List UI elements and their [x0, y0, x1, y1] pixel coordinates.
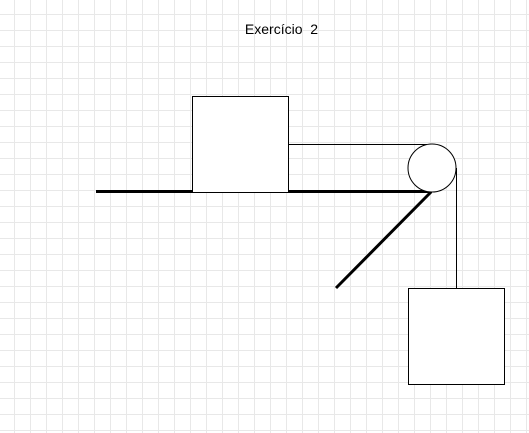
- diagram-title: Exercício 2: [244, 21, 319, 37]
- hanging-block: [408, 288, 505, 385]
- pulley: [407, 143, 457, 193]
- block-on-table: [192, 96, 289, 193]
- support-strut: [334, 190, 433, 290]
